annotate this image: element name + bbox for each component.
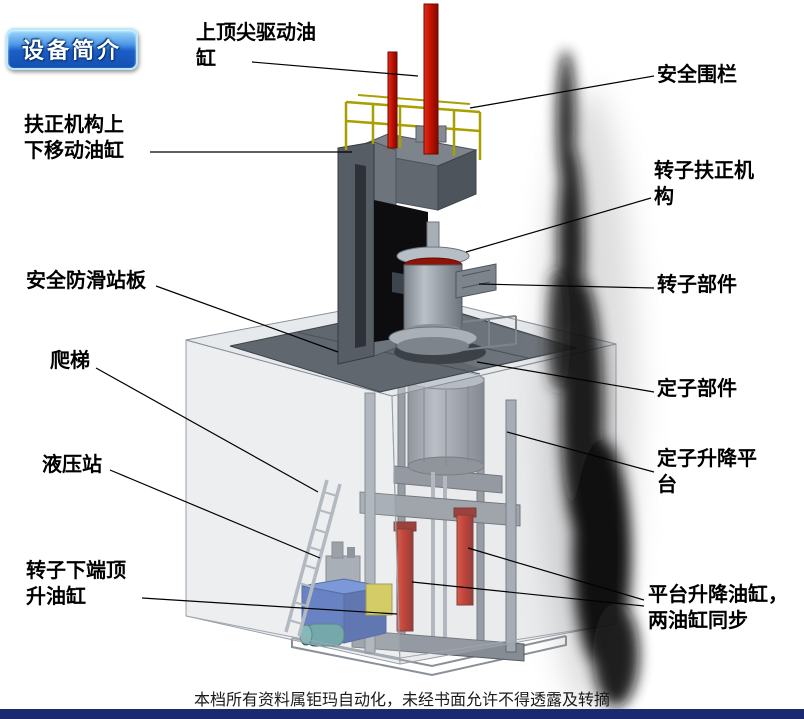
bottom-bar xyxy=(0,709,804,719)
top-drive-rod-secondary xyxy=(387,51,398,149)
callout-safety-antislip-platform: 安全防滑站板 xyxy=(26,270,146,292)
callout-rotor-component: 转子部件 xyxy=(657,274,737,296)
lift-platform-beam xyxy=(359,491,521,527)
leader-hydraulic-station xyxy=(109,469,321,559)
hydraulic-station-unit xyxy=(299,541,393,647)
callout-top-center-drive-cylinder: 上顶尖驱动油 缸 xyxy=(196,22,316,70)
column-guide-rail xyxy=(355,164,366,348)
enclosure-bottom-edges xyxy=(185,615,617,659)
leader-rotor-righting-mechanism xyxy=(465,197,652,253)
ink-smudge xyxy=(548,50,639,707)
leader-stator-component xyxy=(476,361,655,393)
rotor-assembly xyxy=(388,221,497,355)
callout-rotor-bottom-jack-cylinder: 转子下端顶 升油缸 xyxy=(26,560,126,608)
leader-platform-lift-cylinder-a xyxy=(467,547,645,601)
leader-stator-lift-platform xyxy=(506,431,655,473)
leader-rotor-bottom-jack-cylinder xyxy=(141,597,398,615)
frame-post-front-left xyxy=(364,392,376,654)
access-ladder xyxy=(284,479,342,637)
yellow-valve-block xyxy=(365,583,393,616)
top-drive-rod-main xyxy=(423,3,439,155)
callout-platform-lift-cylinders: 平台升降油缸， 两油缸同步 xyxy=(648,584,788,632)
righting-bracket xyxy=(455,263,497,299)
callout-safety-fence: 安全围栏 xyxy=(657,64,737,86)
leader-safety-fence xyxy=(469,75,655,109)
leader-platform-lift-cylinder-b xyxy=(411,581,645,607)
title-badge: 设备简介 xyxy=(6,28,138,70)
lift-cylinder-right xyxy=(453,507,477,606)
leader-lines xyxy=(95,61,655,615)
leader-safety-antislip-platform xyxy=(155,285,339,353)
callout-rotor-righting-mechanism: 转子扶正机 构 xyxy=(654,160,754,208)
tie-rod-left xyxy=(431,472,435,640)
title-badge-label: 设备简介 xyxy=(21,38,122,63)
callout-stator-component: 定子部件 xyxy=(657,378,737,400)
leader-rotor-component xyxy=(478,283,655,289)
callout-righting-mechanism-move-cylinder: 扶正机构上 下移动油缸 xyxy=(24,114,124,162)
callout-ladder: 爬梯 xyxy=(50,350,90,372)
callout-hydraulic-station: 液压站 xyxy=(42,454,102,476)
callout-stator-lift-platform: 定子升降平 台 xyxy=(657,448,757,496)
leader-top-center-drive-cylinder xyxy=(251,61,419,77)
tie-rod-right xyxy=(443,476,447,644)
footer-watermark: 本档所有资料属钜玛自动化，未经书面允许不得透露及转摘 xyxy=(193,692,610,709)
leader-ladder xyxy=(95,367,319,493)
frame-post-front-right xyxy=(505,399,517,653)
